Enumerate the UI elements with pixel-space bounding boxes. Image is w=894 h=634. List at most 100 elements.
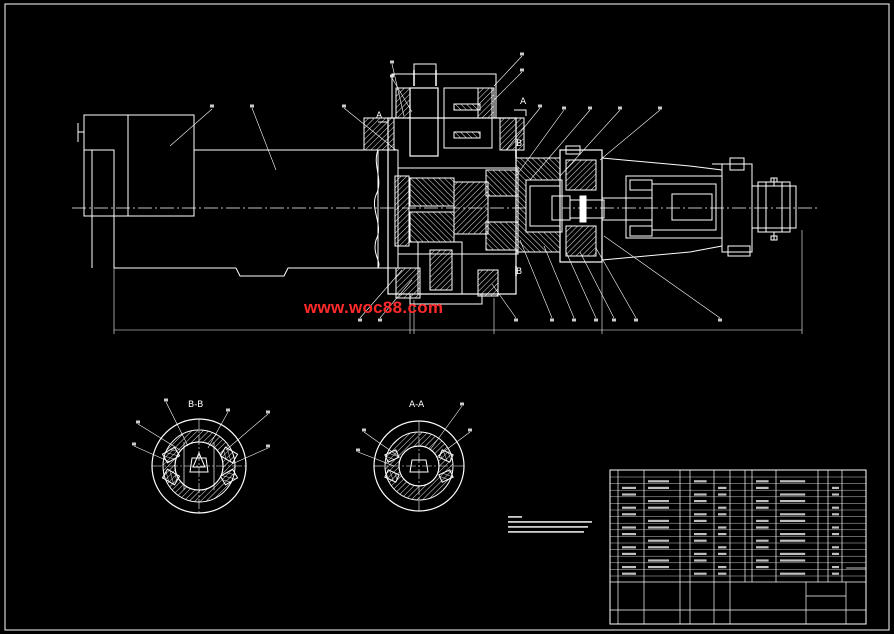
title-block-cell-text [756, 480, 769, 483]
title-block-cell-text [622, 533, 636, 536]
section-mark-a-left: A [376, 111, 383, 121]
part-number-balloon [226, 408, 230, 412]
title-block-cell-text [780, 572, 806, 575]
title-block-cell-text [756, 546, 769, 549]
title-block-cell-text [832, 566, 839, 569]
title-block-cell-text [648, 480, 669, 483]
part-number-balloon [164, 398, 168, 402]
part-number-balloon [378, 318, 382, 322]
part-number-balloon [460, 402, 464, 406]
title-block-cell-text [780, 559, 806, 562]
title-block-cell-text [622, 566, 636, 569]
title-block-cell-text [832, 552, 839, 555]
title-block-cell-text [832, 526, 839, 529]
title-block-cell-text [648, 519, 669, 522]
part-number-balloon [550, 318, 554, 322]
title-block-rows [610, 476, 866, 577]
title-block-cell-text [694, 552, 707, 555]
title-block-cell-text [694, 539, 707, 542]
title-block-cell-text [648, 559, 669, 562]
section-bb-title: B-B [188, 400, 204, 410]
technical-notes-line [508, 516, 522, 518]
title-block-cell-text [780, 539, 806, 542]
title-block-cell-text [694, 500, 707, 503]
part-number-balloon [538, 104, 542, 108]
title-block-cell-text [694, 559, 707, 562]
drawing-frame [4, 3, 890, 631]
part-number-balloon [572, 318, 576, 322]
part-number-balloon [266, 444, 270, 448]
title-block-cell-text [694, 533, 707, 536]
part-number-balloon [618, 106, 622, 110]
section-aa-view [357, 405, 471, 512]
title-block-cell-text [718, 486, 727, 489]
watermark: www.woc88.com [304, 298, 444, 317]
title-block-cell-text [756, 566, 769, 569]
part-number-balloon [250, 104, 254, 108]
title-block-cell-text [756, 539, 769, 542]
section-aa-title: A-A [409, 400, 425, 410]
title-block-cell-text [780, 552, 806, 555]
title-block-cell-text [648, 539, 669, 542]
part-number-balloon [136, 420, 140, 424]
title-block-cell-text [718, 572, 727, 575]
technical-notes-line [508, 526, 588, 528]
title-block-cell-text [694, 513, 707, 516]
part-number-balloon [658, 106, 662, 110]
part-number-balloon [390, 74, 394, 78]
section-mark-b-top: B [516, 139, 523, 149]
part-number-balloon [562, 106, 566, 110]
title-block-cell-text [718, 552, 727, 555]
technical-notes-line [508, 521, 592, 523]
title-block-cell-text [718, 493, 727, 496]
title-block-cell-text [648, 500, 669, 503]
part-number-balloon [342, 104, 346, 108]
title-block-cell-text [832, 572, 839, 575]
title-block-cell-text [832, 513, 839, 516]
title-block-cell-text [718, 566, 727, 569]
part-number-balloon [612, 318, 616, 322]
part-number-balloon [356, 448, 360, 452]
title-block-cell-text [622, 486, 636, 489]
title-block-cell-text [756, 519, 769, 522]
title-block-cell-text [718, 513, 727, 516]
title-block-cell-text [718, 506, 727, 509]
part-number-balloon [718, 318, 722, 322]
title-block-cell-text [832, 486, 839, 489]
title-block-cell-text [622, 572, 636, 575]
section-bb-view [133, 401, 269, 514]
part-number-balloon [594, 318, 598, 322]
part-number-balloon [266, 410, 270, 414]
part-number-balloon [520, 68, 524, 72]
title-block-cell-text [694, 493, 707, 496]
part-number-balloon [358, 318, 362, 322]
title-block-cell-text [718, 533, 727, 536]
title-block-cell-text [648, 566, 669, 569]
title-block-cell-text [832, 533, 839, 536]
title-block-cell-text [832, 506, 839, 509]
title-block-cell-text [780, 513, 806, 516]
part-number-balloon [390, 60, 394, 64]
title-block-cell-text [648, 526, 669, 529]
title-block-cell-text [756, 486, 769, 489]
title-block-cell-text [756, 500, 769, 503]
part-number-balloon [132, 442, 136, 446]
technical-notes-line [508, 531, 584, 533]
section-mark-a-right: A [520, 97, 527, 107]
title-block-cell-text [622, 546, 636, 549]
title-block-cell-text [756, 506, 769, 509]
title-block-cell-text [718, 526, 727, 529]
title-block-cell-text [780, 533, 806, 536]
title-block-cell-text [694, 480, 707, 483]
main-assembly [72, 55, 820, 334]
title-block [609, 469, 867, 625]
part-number-balloon [588, 106, 592, 110]
title-block-cell-text [622, 526, 636, 529]
title-block-cell-text [648, 546, 669, 549]
title-block-cell-text [756, 526, 769, 529]
title-block-cell-text [780, 519, 806, 522]
title-block-cell-text [832, 493, 839, 496]
title-block-cell-text [622, 552, 636, 555]
